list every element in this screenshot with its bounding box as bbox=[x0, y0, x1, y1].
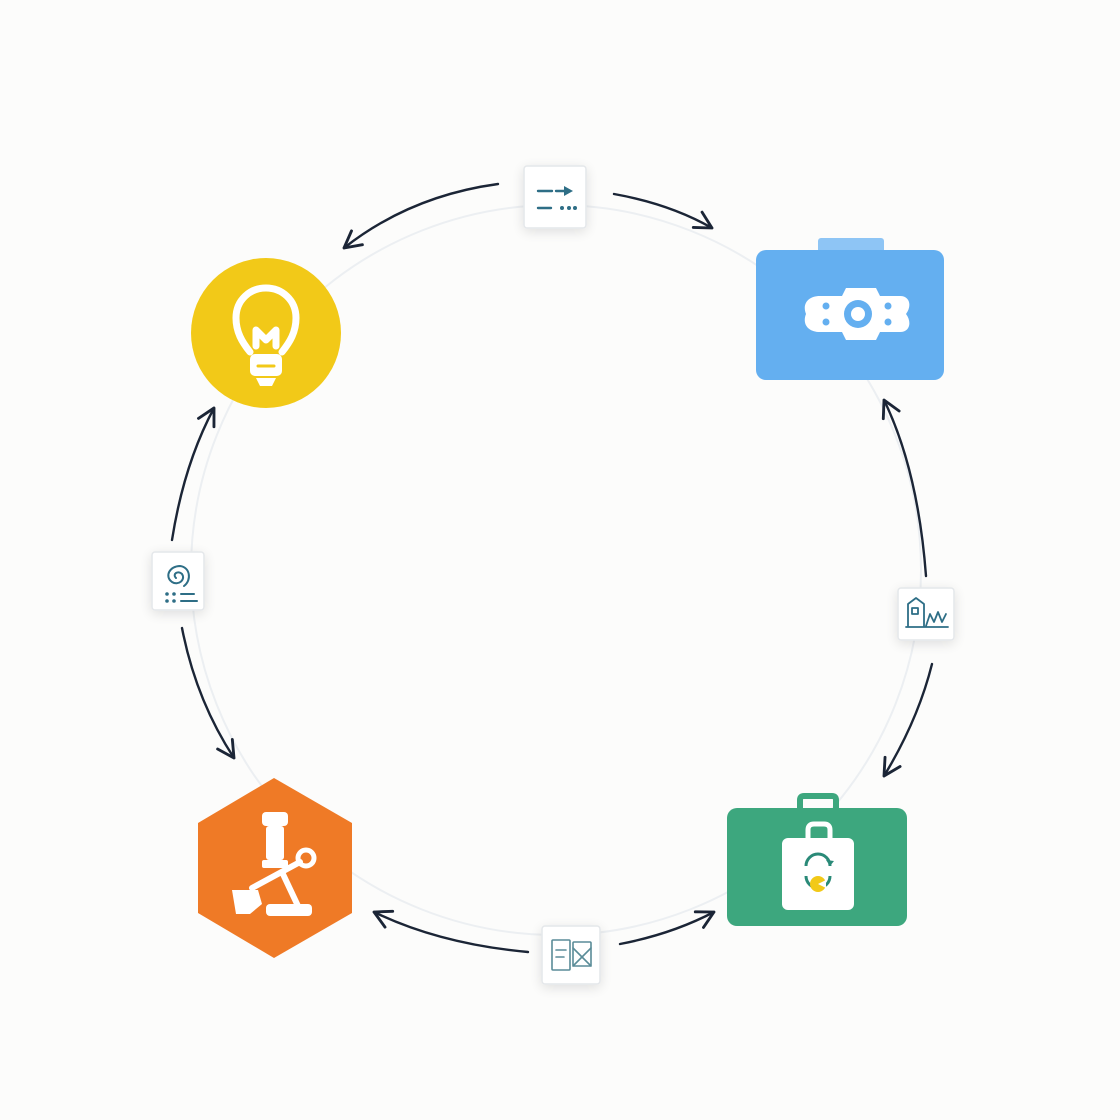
arrow-research-idea-up bbox=[170, 406, 216, 542]
arrow-package-research-left bbox=[372, 909, 530, 954]
connector-icon-factory-chart bbox=[897, 587, 955, 641]
arrow-package-research-right bbox=[618, 910, 716, 946]
node-research[interactable] bbox=[198, 778, 352, 958]
arrow-idea-process-left bbox=[342, 182, 500, 250]
flow-steps-icon bbox=[536, 186, 577, 210]
briefcase-icon bbox=[782, 821, 854, 910]
arrow-process-package-up bbox=[881, 398, 928, 578]
arrow-research-idea-down bbox=[180, 626, 236, 760]
node-idea[interactable] bbox=[191, 258, 341, 408]
spiral-notes-icon bbox=[165, 564, 198, 603]
document-grid-icon bbox=[551, 939, 592, 971]
connector-icon-flow-steps bbox=[523, 165, 587, 229]
arrow-idea-process-right bbox=[612, 192, 714, 230]
arrow-process-package-down bbox=[882, 662, 934, 778]
node-package[interactable] bbox=[727, 793, 907, 926]
connector-arrows bbox=[170, 182, 934, 954]
factory-chart-icon bbox=[905, 597, 949, 628]
lightbulb-icon bbox=[232, 284, 300, 386]
microscope-icon bbox=[232, 812, 317, 916]
gear-icon bbox=[804, 288, 910, 340]
connector-icon-spiral-notes bbox=[151, 551, 205, 611]
node-process[interactable] bbox=[756, 238, 944, 380]
connector-icon-document-grid bbox=[541, 925, 601, 985]
